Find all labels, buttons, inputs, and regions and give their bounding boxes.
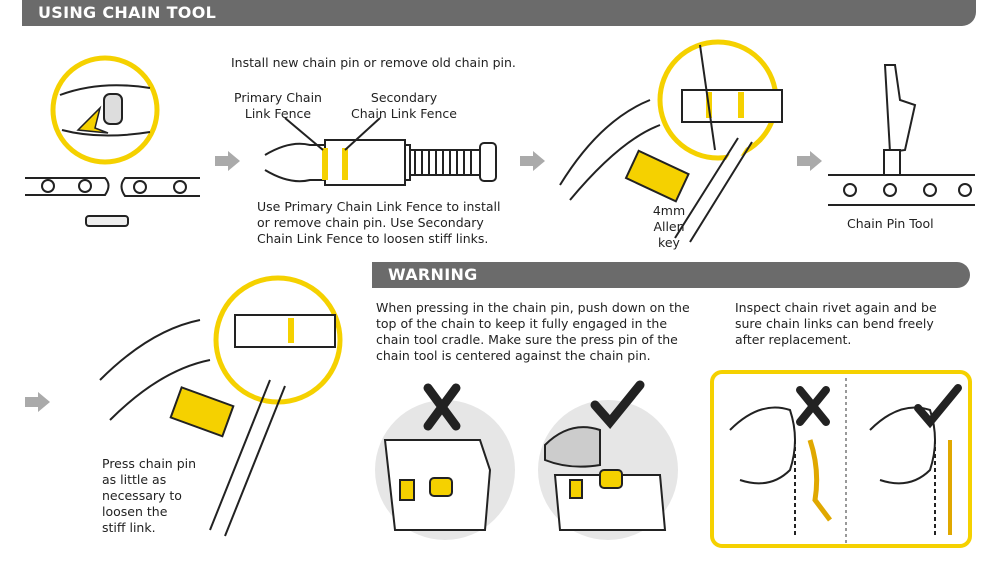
x-mark-icon — [796, 386, 830, 426]
inspect-text: Inspect chain rivet again and be sure ch… — [735, 300, 937, 347]
primary-fence-label: Primary Chain Link Fence — [234, 90, 322, 121]
section-header: USING CHAIN TOOL — [22, 0, 976, 26]
warning-text: When pressing in the chain pin, push dow… — [376, 300, 690, 363]
chain-pin-tool — [828, 64, 975, 206]
fence-usage-note: Use Primary Chain Link Fence to install … — [257, 199, 501, 246]
chain-links-step1 — [25, 177, 200, 227]
x-mark-icon — [423, 383, 461, 431]
chain-tool-diagram — [264, 117, 497, 186]
section-title: USING CHAIN TOOL — [38, 3, 217, 22]
correct-pin-circle — [538, 400, 678, 540]
pin-closeup-circle — [50, 55, 160, 165]
inspect-illustration-box — [710, 370, 972, 548]
hand-chain-diagram — [729, 378, 952, 544]
press-pin-diagram — [99, 275, 343, 537]
chain-pin-tool-label: Chain Pin Tool — [847, 216, 934, 231]
arrow-icon — [25, 151, 822, 412]
check-mark-icon — [914, 384, 962, 429]
press-pin-note: Press chain pin as little as necessary t… — [102, 456, 197, 535]
allen-key-label: 4mm Allen key — [652, 203, 686, 250]
warning-title: WARNING — [388, 265, 478, 284]
check-mark-icon — [590, 380, 645, 429]
incorrect-pin-circle — [375, 400, 515, 540]
secondary-fence-label: Secondary Chain Link Fence — [351, 90, 457, 121]
allen-key-closeup — [559, 39, 783, 243]
install-instruction: Install new chain pin or remove old chai… — [231, 55, 516, 70]
warning-header: WARNING — [372, 262, 970, 288]
